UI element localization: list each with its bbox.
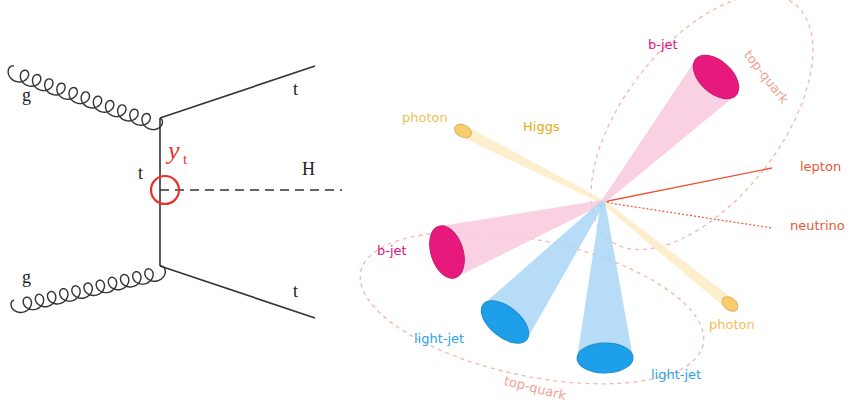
- object-label: Higgs: [523, 120, 560, 133]
- particle-label: t: [293, 80, 298, 98]
- particle-label: g: [22, 86, 31, 104]
- top-propagator: [159, 118, 161, 266]
- yukawa-vertex: [151, 176, 179, 204]
- cone-cap: [424, 221, 471, 282]
- cone-body: [602, 200, 734, 308]
- object-label: neutrino: [790, 219, 845, 232]
- object-label: b-jet: [648, 38, 678, 51]
- object-label: photon: [709, 318, 755, 331]
- coupling-subscript: t: [183, 152, 187, 167]
- b-jet-cone: [602, 47, 747, 203]
- light-jet-cone: [577, 202, 633, 373]
- object-label: photon: [402, 111, 448, 124]
- gluon-line: [11, 266, 165, 312]
- higgs-line: [160, 189, 342, 191]
- gluon-line: [8, 66, 162, 130]
- event-display: [347, 0, 854, 406]
- group-label: top-quark: [503, 374, 568, 402]
- feynman-diagram: [8, 66, 342, 318]
- photon-cone: [452, 122, 604, 204]
- coupling-label: y: [168, 138, 180, 164]
- cone-cap: [577, 343, 633, 374]
- object-label: b-jet: [377, 244, 407, 257]
- cone-body: [460, 126, 604, 204]
- cone-cap: [452, 122, 473, 141]
- group-label: top-quark: [742, 48, 791, 106]
- top-quark-line: [160, 66, 315, 118]
- cone-body: [577, 202, 633, 358]
- object-label: light-jet: [651, 368, 701, 381]
- cone-cap: [474, 293, 536, 352]
- particle-label: g: [22, 268, 31, 286]
- cone-cap: [719, 294, 741, 315]
- photon-cone: [602, 200, 741, 314]
- cone-cap: [685, 47, 747, 107]
- particle-label: H: [302, 160, 315, 178]
- top-quark-line: [160, 266, 315, 318]
- particle-label: t: [293, 282, 298, 300]
- object-label: lepton: [800, 160, 841, 173]
- object-label: light-jet: [414, 332, 464, 345]
- top-quark-outline: [548, 0, 854, 288]
- particle-label: t: [138, 164, 143, 182]
